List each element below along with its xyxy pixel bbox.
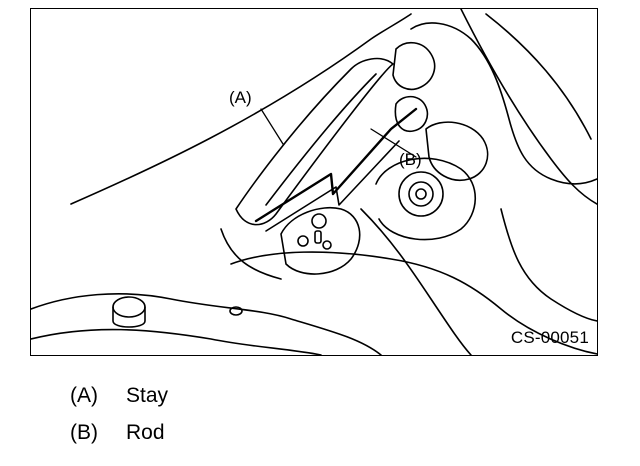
legend-text: Stay [126, 384, 169, 407]
outline-upper-body [70, 13, 412, 205]
bracket-slot [314, 230, 322, 244]
base-fastener-body [112, 306, 146, 328]
bracket [280, 207, 361, 275]
finger-2 [394, 95, 429, 132]
stay-inner-line [265, 73, 377, 206]
bracket-hole-3 [322, 240, 332, 250]
bolt-inner [408, 181, 434, 207]
bracket-hole-2 [297, 235, 309, 247]
legend-key: (B) [70, 421, 98, 444]
finger-3 [425, 121, 489, 181]
right-housing [500, 208, 597, 322]
hand-shape [410, 22, 597, 185]
stay-bar [235, 57, 394, 226]
base-fastener-top [112, 296, 146, 318]
bolt-outer [398, 171, 444, 217]
bolt-boss [375, 157, 476, 241]
leader-line-b [370, 128, 417, 158]
figure-code: CS-00051 [510, 328, 589, 347]
callout-a: (A) [229, 88, 252, 107]
base-plate [31, 293, 382, 355]
finger-1 [392, 41, 436, 91]
legend-text: Rod [126, 421, 165, 444]
legend-key: (A) [70, 384, 98, 407]
bolt-center [415, 188, 427, 200]
rod-edge [265, 140, 400, 232]
outline-right-edge [485, 13, 592, 140]
rod [254, 107, 418, 223]
lower-housing [230, 251, 597, 355]
center-housing [360, 208, 472, 355]
base-hole [229, 306, 243, 316]
leader-line-a [260, 108, 284, 145]
callout-b: (B) [399, 150, 422, 169]
diagram-figure: (A) (B) CS-00051 [30, 8, 598, 356]
base-contour [31, 328, 322, 355]
left-housing [220, 228, 282, 280]
outline-right-body [460, 9, 597, 205]
mechanism-drawing [31, 9, 597, 355]
bracket-hole-1 [311, 213, 327, 229]
